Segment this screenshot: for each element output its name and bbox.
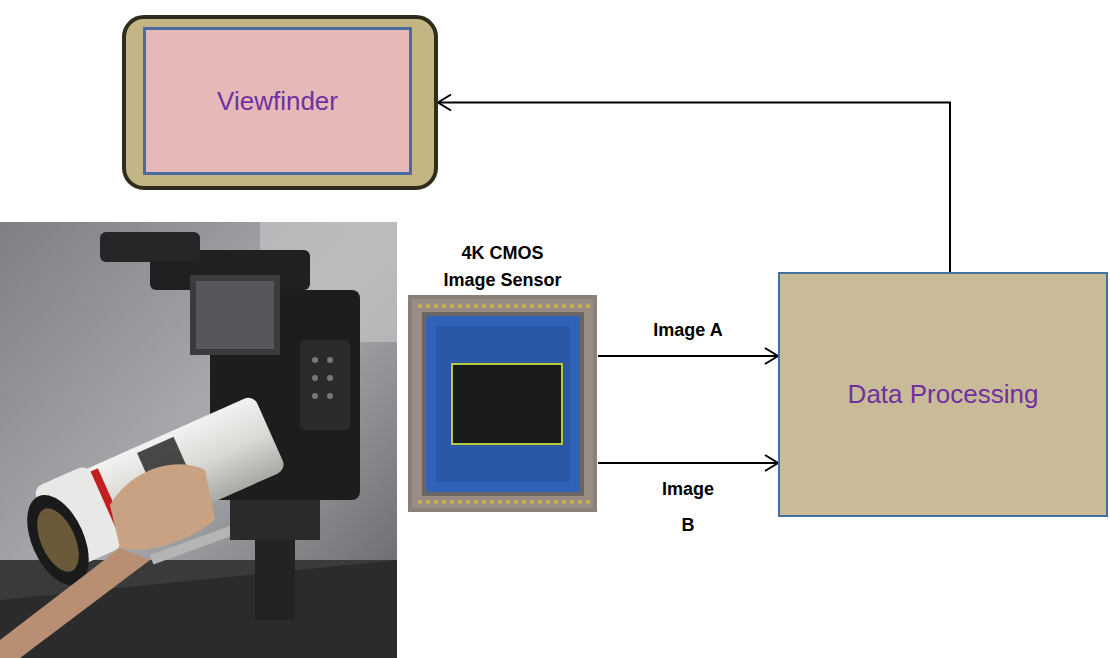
- box-label: Viewfinder: [211, 86, 344, 117]
- signal-label: Image B: [651, 471, 725, 543]
- viewfinder-panel: Viewfinder: [143, 27, 412, 175]
- arrow-connector: [598, 455, 778, 471]
- box-label: Data Processing: [842, 379, 1045, 410]
- image-sensor: 4K CMOS Image Sensor: [407, 240, 598, 512]
- arrow-connector: [598, 348, 778, 364]
- signal-label: Image A: [651, 312, 725, 348]
- sensor-heading: 4K CMOS Image Sensor: [440, 240, 566, 294]
- process-box: Data Processing: [778, 272, 1108, 517]
- viewfinder-box: Viewfinder: [122, 15, 438, 190]
